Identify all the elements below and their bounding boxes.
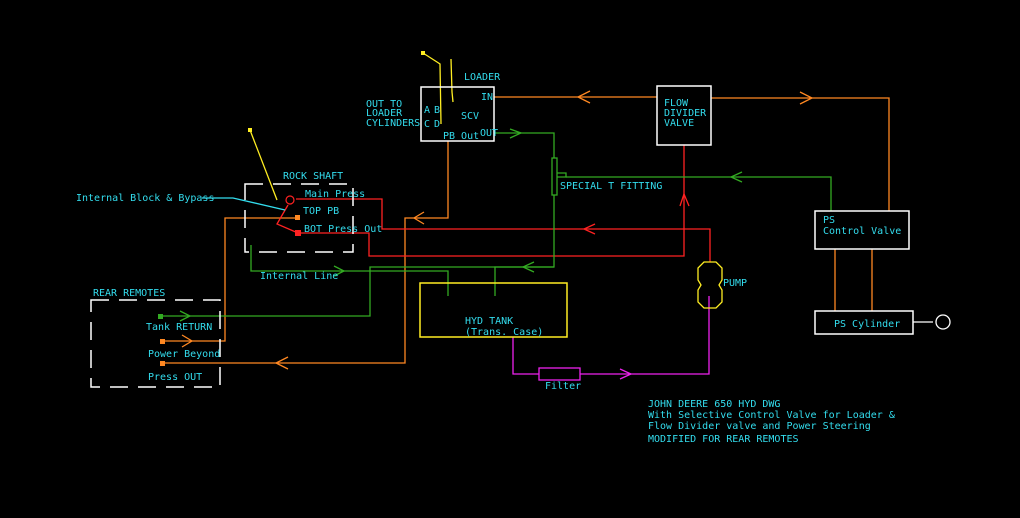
scv-box[interactable] [420, 86, 495, 142]
main-press-port-icon [285, 195, 295, 205]
internal-line-label: Internal Line [260, 271, 338, 282]
line-top-pb [161, 217, 297, 348]
scv-name: SCV [461, 111, 479, 122]
ps-control-label-2: Control Valve [823, 226, 901, 237]
line-scv-pb-out [161, 141, 449, 370]
scv-title: LOADER [464, 72, 501, 83]
loader-lever[interactable] [421, 51, 454, 125]
line-ps-return [566, 171, 832, 211]
hyd-tank-label-1: HYD TANK [465, 316, 513, 327]
bot-press-port-icon [295, 230, 301, 236]
tank-return-port-icon [158, 314, 163, 319]
ps-cylinder-end-icon [935, 314, 951, 330]
filter-label: Filter [545, 381, 581, 392]
ps-control-label-1: PS [823, 215, 835, 226]
scv-side-label-2: LOADER [366, 108, 403, 119]
hyd-tank-box[interactable] [419, 282, 568, 338]
power-beyond-label: Power Beyond [148, 349, 220, 360]
press-out-port-icon [160, 361, 165, 366]
special-t-label: SPECIAL T FITTING [560, 181, 662, 192]
flow-divider-label-3: VALVE [664, 118, 694, 129]
title-line-2: With Selective Control Valve for Loader … [648, 410, 895, 421]
rockshaft-lever[interactable] [248, 128, 278, 201]
top-pb-port-icon [295, 215, 300, 220]
line-suction [512, 296, 710, 380]
line-flow-divider-to-ps-control [711, 91, 890, 211]
line-flow-divider-to-scv [494, 90, 657, 104]
line-ps-control-to-cylinder [834, 249, 873, 311]
scv-side-label-3: CYLINDERS [366, 118, 420, 129]
internal-block-leader [202, 197, 286, 211]
scv-port-a: A [424, 105, 430, 116]
title-line-1: JOHN DEERE 650 HYD DWG [648, 399, 780, 410]
filter-box[interactable] [538, 367, 581, 381]
line-bot-press [298, 145, 690, 257]
title-line-4: MODIFIED FOR REAR REMOTES [648, 434, 799, 445]
flow-divider-label-2: DIVIDER [664, 108, 707, 119]
rock-shaft-title: ROCK SHAFT [283, 171, 343, 182]
tank-return-label: Tank RETURN [146, 322, 212, 333]
line-rockshaft-internal [276, 204, 299, 234]
rock-shaft-box[interactable] [244, 183, 354, 253]
line-tank-return [160, 266, 554, 322]
ps-cylinder-label: PS Cylinder [834, 319, 900, 330]
bot-press-label: BOT Press Out [304, 224, 382, 235]
power-beyond-port-icon [160, 339, 165, 344]
scv-side-label-1: OUT TO [366, 99, 402, 110]
internal-block-label: Internal Block & Bypass [76, 193, 214, 204]
flow-divider-label-1: FLOW [664, 98, 689, 109]
press-out-label: Press OUT [148, 372, 202, 383]
scv-port-c: C [424, 119, 430, 130]
hyd-tank-label-2: (Trans. Case) [465, 327, 543, 338]
title-line-3: Flow Divider valve and Power Steering [648, 421, 871, 432]
pump-icon[interactable] [697, 261, 723, 309]
rear-remotes-box[interactable] [90, 299, 221, 388]
special-t-fitting [551, 157, 567, 196]
rear-remotes-title: REAR REMOTES [93, 288, 165, 299]
scv-port-out: OUT [480, 128, 498, 139]
main-press-label: Main Press [305, 189, 365, 200]
ps-control-box[interactable] [814, 210, 910, 250]
line-scv-out-return [494, 128, 555, 296]
pump-label: PUMP [723, 278, 747, 289]
scv-port-d: D [434, 119, 440, 130]
scv-port-b: B [434, 105, 440, 116]
flow-divider-box[interactable] [656, 85, 712, 146]
scv-port-pb: PB Out [443, 131, 479, 142]
scv-port-in: IN [481, 92, 493, 103]
top-pb-label: TOP PB [303, 206, 339, 217]
